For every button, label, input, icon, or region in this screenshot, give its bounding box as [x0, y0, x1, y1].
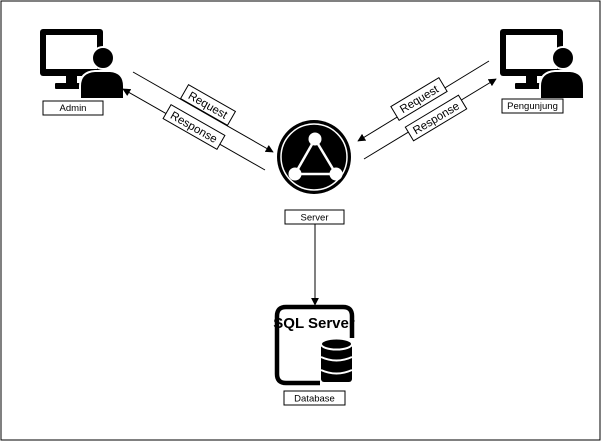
pengunjung-label: Pengunjung: [507, 101, 558, 112]
admin-request-connector: [132, 71, 274, 153]
admin-label-box: [42, 100, 104, 116]
database-icon: [274, 304, 355, 386]
server-network-icon: [277, 120, 351, 194]
admin-computer-user-icon: [40, 29, 125, 100]
pengunjung-label-box: [501, 98, 564, 114]
database-label-box: [283, 390, 346, 406]
database-product-name: SQL Server: [273, 315, 355, 332]
server-label: Server: [301, 213, 329, 224]
pengunjung-computer-user-icon: [500, 29, 585, 100]
admin-label: Admin: [60, 103, 87, 114]
database-label: Database: [294, 394, 335, 405]
